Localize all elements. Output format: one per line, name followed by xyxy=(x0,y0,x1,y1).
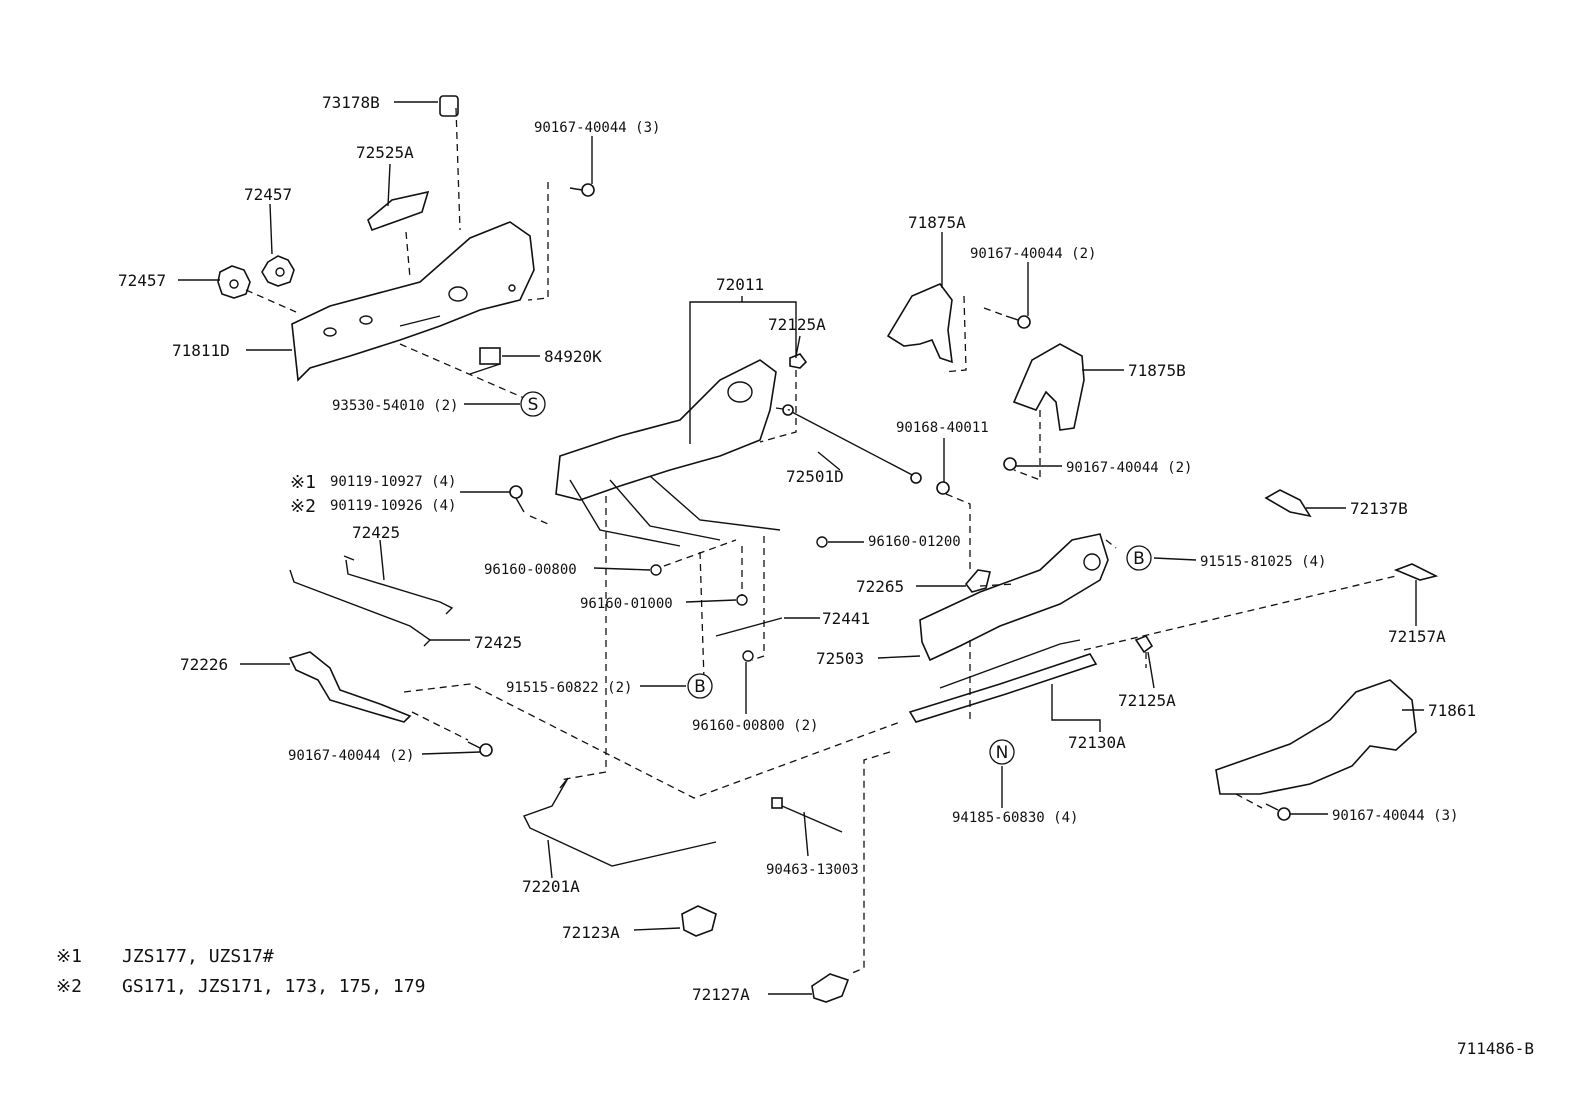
part-71875B-cover xyxy=(1012,343,1085,431)
part-72123A-clip xyxy=(681,905,717,937)
footnote-1-mark: ※1 xyxy=(56,946,82,967)
footnote-2-mark: ※2 xyxy=(56,976,82,997)
part-bolt-90119 xyxy=(509,485,525,513)
part-72441-pin xyxy=(715,617,783,637)
label-72125A-bottom: 72125A xyxy=(1118,691,1176,710)
part-washer-96160-01200 xyxy=(816,536,828,548)
label-72503: 72503 xyxy=(816,649,864,668)
part-72011-recliner xyxy=(555,359,781,547)
callout-S: S xyxy=(520,391,546,417)
part-bolt-90167-top xyxy=(569,183,595,197)
part-washer-96160-00800 xyxy=(650,564,662,576)
part-72125A-clip-top xyxy=(789,353,808,369)
label-91515-81025: 91515-81025 (4) xyxy=(1200,554,1326,570)
part-84920K-switch xyxy=(469,347,501,375)
part-72137B-bracket xyxy=(1264,489,1312,518)
part-72525A xyxy=(367,190,430,232)
part-72127A-clip xyxy=(811,973,850,1003)
part-washer-96160-00800-2 xyxy=(742,650,754,662)
part-71811D-shield xyxy=(291,221,535,382)
label-72137B: 72137B xyxy=(1350,499,1408,518)
footnotes: ※1 JZS177, UZS17# ※2 GS171, JZS171, 173,… xyxy=(56,946,425,997)
part-72457-knob-upper xyxy=(261,255,295,287)
callout-B-right: B xyxy=(1126,545,1152,571)
label-90119-1: 90119-10927 (4) xyxy=(330,474,456,490)
label-72425-lower: 72425 xyxy=(474,633,522,652)
leader-lines xyxy=(178,101,1424,995)
part-72425-spring-lower xyxy=(289,569,432,647)
label-72127A: 72127A xyxy=(692,985,750,1004)
label-72011: 72011 xyxy=(716,275,764,294)
label-mark1: ※1 xyxy=(290,472,316,493)
label-96160-00800: 96160-00800 xyxy=(484,562,577,578)
label-91515-60822: 91515-60822 (2) xyxy=(506,680,632,696)
label-90167-71875B: 90167-40044 (2) xyxy=(1066,460,1192,476)
label-94185: 94185-60830 (4) xyxy=(952,810,1078,826)
part-72201A-wire xyxy=(523,777,717,867)
label-72501D: 72501D xyxy=(786,467,844,486)
label-90167-left: 90167-40044 (2) xyxy=(288,748,414,764)
label-93530: 93530-54010 (2) xyxy=(332,398,458,414)
svg-text:B: B xyxy=(694,677,706,697)
part-71875A-cover xyxy=(886,283,953,364)
label-90119-2: 90119-10926 (4) xyxy=(330,498,456,514)
label-90463: 90463-13003 xyxy=(766,862,859,878)
callout-N: N xyxy=(989,739,1015,765)
label-72265: 72265 xyxy=(856,577,904,596)
diagram-id: 711486-B xyxy=(1457,1039,1534,1058)
label-96160-00800-2: 96160-00800 (2) xyxy=(692,718,818,734)
label-90167-top: 90167-40044 (3) xyxy=(534,120,660,136)
label-90167-71875A: 90167-40044 (2) xyxy=(970,246,1096,262)
part-72226-link xyxy=(288,651,412,723)
label-72125A-top: 72125A xyxy=(768,315,826,334)
part-bolt-90167-right xyxy=(1265,803,1291,821)
part-labels: 73178B 72525A 72457 72457 71811D 84920K … xyxy=(118,93,1476,1004)
part-bolt-90167-71875B xyxy=(1003,457,1017,471)
label-72525A: 72525A xyxy=(356,143,414,162)
part-72425-spring-upper xyxy=(343,555,454,615)
part-72157A-bracket xyxy=(1393,563,1439,581)
label-72123A: 72123A xyxy=(562,923,620,942)
label-90168: 90168-40011 xyxy=(896,420,989,436)
assembly-lines xyxy=(245,107,1397,975)
part-72503-frame xyxy=(919,533,1109,662)
label-96160-01200: 96160-01200 xyxy=(868,534,961,550)
part-72457-knob-lower xyxy=(217,265,251,299)
label-71811D: 71811D xyxy=(172,341,230,360)
part-bolt-90168 xyxy=(936,481,950,495)
label-72425-upper: 72425 xyxy=(352,523,400,542)
callout-B-left: B xyxy=(687,673,713,699)
label-mark2: ※2 xyxy=(290,496,316,517)
label-71861: 71861 xyxy=(1428,701,1476,720)
svg-text:S: S xyxy=(528,395,539,415)
svg-text:N: N xyxy=(996,743,1009,763)
part-72125A-clip-bottom xyxy=(1134,635,1154,654)
label-72457-lower: 72457 xyxy=(118,271,166,290)
label-71875B: 71875B xyxy=(1128,361,1186,380)
part-90463-tie xyxy=(771,797,843,833)
part-72265 xyxy=(964,569,991,593)
label-72226: 72226 xyxy=(180,655,228,674)
label-72201A: 72201A xyxy=(522,877,580,896)
part-72130A-rail xyxy=(908,639,1098,723)
footnote-2-models: GS171, JZS171, 173, 175, 179 xyxy=(122,976,425,997)
label-96160-01000: 96160-01000 xyxy=(580,596,673,612)
part-washer-96160-01000 xyxy=(736,594,748,606)
part-73178B xyxy=(439,95,459,117)
part-71861-cover xyxy=(1215,679,1417,795)
part-bolt-90167-left xyxy=(467,741,493,757)
label-72157A: 72157A xyxy=(1388,627,1446,646)
footnote-1-models: JZS177, UZS17# xyxy=(122,946,274,967)
label-71875A: 71875A xyxy=(908,213,966,232)
label-73178B: 73178B xyxy=(322,93,380,112)
svg-text:B: B xyxy=(1133,549,1145,569)
part-bolt-90167-71875A xyxy=(1005,315,1031,329)
label-84920K: 84920K xyxy=(544,347,602,366)
label-72457-upper: 72457 xyxy=(244,185,292,204)
label-90167-right: 90167-40044 (3) xyxy=(1332,808,1458,824)
label-72441: 72441 xyxy=(822,609,870,628)
label-72130A: 72130A xyxy=(1068,733,1126,752)
